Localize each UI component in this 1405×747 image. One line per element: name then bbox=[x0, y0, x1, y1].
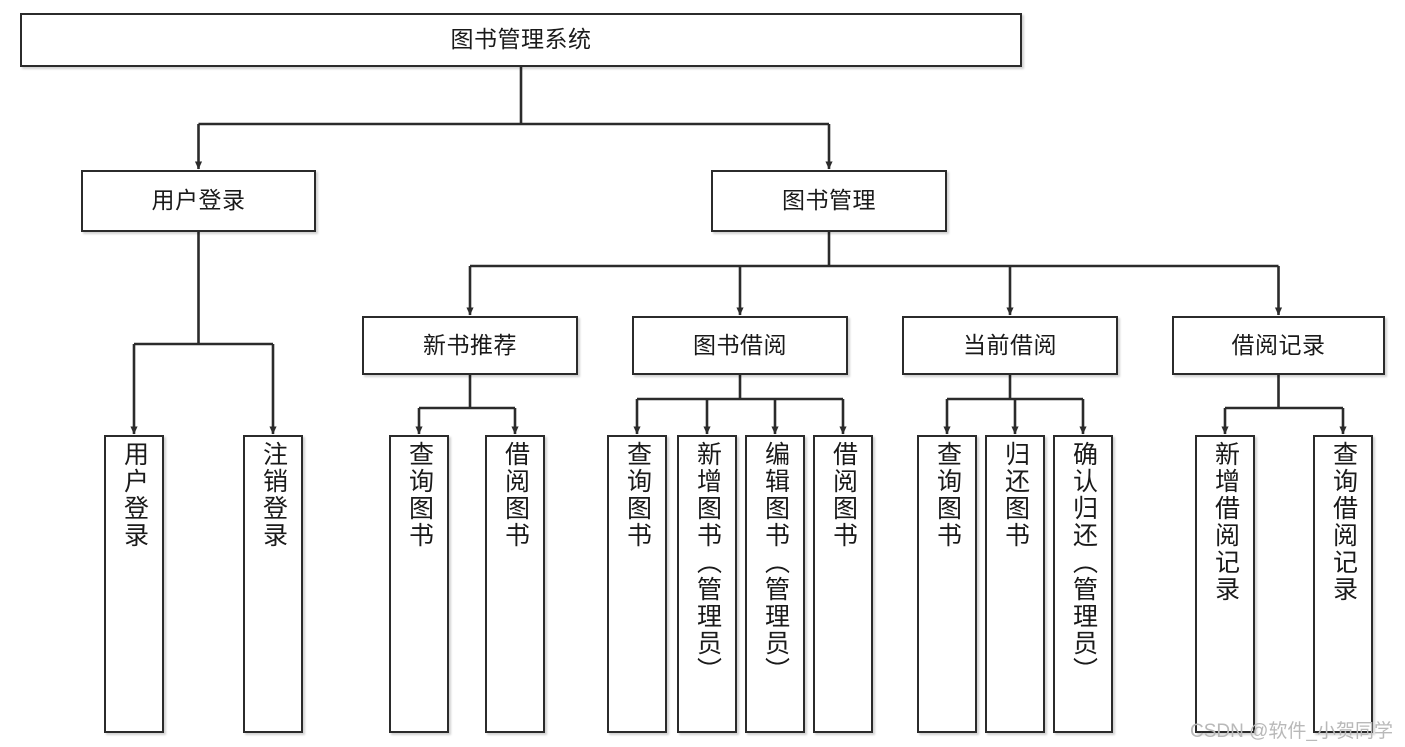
node-leaf-query-borrow-record[interactable]: 查询借阅记录 bbox=[1313, 435, 1373, 733]
node-label: 借阅图书 bbox=[501, 441, 530, 549]
node-current-borrow[interactable]: 当前借阅 bbox=[902, 316, 1118, 375]
node-label: 借阅图书 bbox=[829, 441, 858, 549]
node-label: 注销登录 bbox=[259, 441, 288, 549]
node-label: 当前借阅 bbox=[963, 331, 1057, 358]
node-label: 图书借阅 bbox=[693, 331, 787, 358]
node-leaf-add-book-admin[interactable]: 新增图书（管理员） bbox=[677, 435, 737, 733]
node-label: 借阅记录 bbox=[1231, 331, 1326, 358]
node-label: 新增借阅记录 bbox=[1211, 441, 1240, 603]
watermark-text: CSDN @软件_小贺同学 bbox=[1190, 721, 1393, 742]
node-leaf-borrow-book[interactable]: 借阅图书 bbox=[813, 435, 873, 733]
node-leaf-query-book-rec[interactable]: 查询图书 bbox=[389, 435, 449, 733]
node-label: 查询图书 bbox=[623, 441, 652, 549]
node-label: 编辑图书（管理员） bbox=[761, 441, 790, 684]
node-label: 图书管理 bbox=[782, 187, 876, 214]
node-new-book-rec[interactable]: 新书推荐 bbox=[362, 316, 578, 375]
node-leaf-query-book[interactable]: 查询图书 bbox=[607, 435, 667, 733]
node-user-login[interactable]: 用户登录 bbox=[81, 170, 316, 232]
node-leaf-borrow-book-rec[interactable]: 借阅图书 bbox=[485, 435, 545, 733]
node-leaf-edit-book-admin[interactable]: 编辑图书（管理员） bbox=[745, 435, 805, 733]
node-leaf-query-book-cur[interactable]: 查询图书 bbox=[917, 435, 977, 733]
node-label: 新增图书（管理员） bbox=[693, 441, 722, 684]
node-label: 查询借阅记录 bbox=[1329, 441, 1358, 603]
node-label: 新书推荐 bbox=[423, 331, 517, 358]
node-label: 查询图书 bbox=[933, 441, 962, 549]
node-label: 用户登录 bbox=[151, 187, 246, 214]
node-root[interactable]: 图书管理系统 bbox=[20, 13, 1022, 67]
node-book-borrow[interactable]: 图书借阅 bbox=[632, 316, 848, 375]
node-book-manage[interactable]: 图书管理 bbox=[711, 170, 947, 232]
node-label: 查询图书 bbox=[405, 441, 434, 549]
node-leaf-logout[interactable]: 注销登录 bbox=[243, 435, 303, 733]
node-leaf-return-book[interactable]: 归还图书 bbox=[985, 435, 1045, 733]
node-label: 图书管理系统 bbox=[450, 26, 592, 53]
node-borrow-record[interactable]: 借阅记录 bbox=[1172, 316, 1385, 375]
node-label: 用户登录 bbox=[120, 441, 149, 549]
node-leaf-confirm-return-admin[interactable]: 确认归还（管理员） bbox=[1053, 435, 1113, 733]
node-leaf-add-borrow-record[interactable]: 新增借阅记录 bbox=[1195, 435, 1255, 733]
node-label: 确认归还（管理员） bbox=[1069, 441, 1098, 684]
node-leaf-user-login[interactable]: 用户登录 bbox=[104, 435, 164, 733]
node-label: 归还图书 bbox=[1001, 441, 1030, 549]
